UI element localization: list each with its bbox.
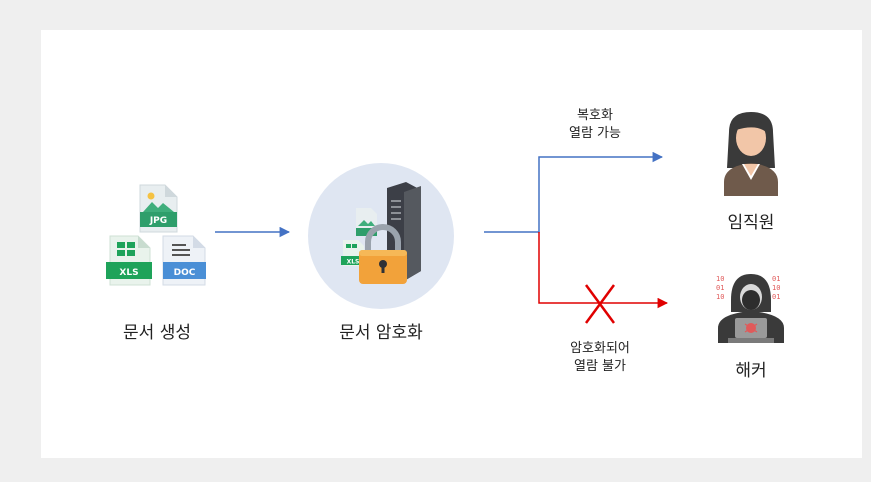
jpg-file-icon: JPG — [139, 184, 178, 233]
svg-text:XLS: XLS — [347, 259, 360, 266]
svg-text:01: 01 — [716, 284, 724, 292]
employee-avatar-icon — [724, 112, 778, 196]
xls-file-icon: XLS — [106, 235, 152, 286]
hacker-label: 해커 — [735, 361, 767, 381]
blocked-path-line1: 암호화되어 — [570, 341, 630, 356]
document-files-icon: JPG XLS DOC — [106, 184, 206, 286]
svg-text:10: 10 — [716, 293, 724, 301]
decrypt-path-line1: 복호화 — [577, 108, 613, 123]
employee-label: 임직원 — [727, 213, 775, 233]
blocked-x-icon — [584, 284, 616, 324]
decrypt-path-text: 복호화 열람 가능 — [545, 107, 645, 143]
svg-text:DOC: DOC — [174, 268, 196, 278]
document-encryption-label: 문서 암호화 — [339, 323, 423, 343]
arrow-decrypt-path — [484, 151, 664, 233]
doc-file-icon: DOC — [162, 235, 206, 286]
document-creation-label: 문서 생성 — [123, 323, 191, 343]
arrow-blocked-path — [538, 232, 669, 309]
blocked-path-text: 암호화되어 열람 불가 — [548, 340, 652, 376]
hacker-avatar-icon: 10 01 10 01 10 01 — [716, 274, 784, 343]
svg-text:10: 10 — [716, 275, 724, 283]
svg-text:01: 01 — [772, 275, 780, 283]
decrypt-path-line2: 열람 가능 — [569, 126, 621, 141]
padlock-icon — [359, 224, 407, 284]
blocked-path-line2: 열람 불가 — [574, 359, 626, 374]
encryption-server-icon: XLS — [308, 163, 454, 309]
svg-text:10: 10 — [772, 284, 780, 292]
svg-text:01: 01 — [772, 293, 780, 301]
svg-text:JPG: JPG — [149, 216, 167, 226]
svg-text:XLS: XLS — [119, 268, 138, 278]
